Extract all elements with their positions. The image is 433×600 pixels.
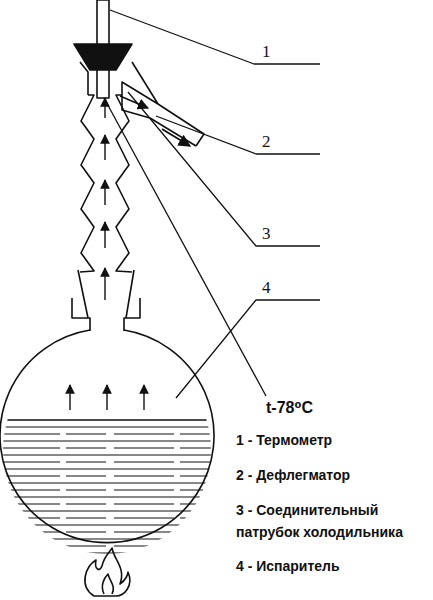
leader-line xyxy=(104,98,266,396)
legend-note: 4 - Испаритель xyxy=(236,556,428,578)
flask xyxy=(0,330,214,543)
leader-line xyxy=(110,10,320,64)
legend-note: 2 - Дефлегматор xyxy=(236,465,428,487)
burner-flame xyxy=(102,574,113,594)
flow-arrow xyxy=(120,96,148,108)
leader-line xyxy=(176,300,320,398)
leader-line xyxy=(156,116,320,154)
callout-number: 3 xyxy=(262,224,271,244)
temperature-label: t-78⁰C xyxy=(266,398,313,417)
callout-number: 2 xyxy=(262,132,271,152)
liquid xyxy=(0,420,215,553)
side-arm xyxy=(150,104,204,146)
legend-note: 1 - Термометр xyxy=(236,430,428,452)
vapour-arrows xyxy=(70,98,144,410)
callout-number: 1 xyxy=(262,42,271,62)
column-wall xyxy=(116,95,132,272)
column-wall xyxy=(80,95,94,272)
legend-note: 3 - Соединительный патрубок холодильника xyxy=(236,500,428,543)
stopper xyxy=(74,44,132,70)
leader-line xyxy=(128,92,320,246)
burner-flame xyxy=(85,548,130,596)
column-joint xyxy=(78,270,134,318)
callout-number: 4 xyxy=(262,278,271,298)
flask-neck xyxy=(72,298,140,331)
